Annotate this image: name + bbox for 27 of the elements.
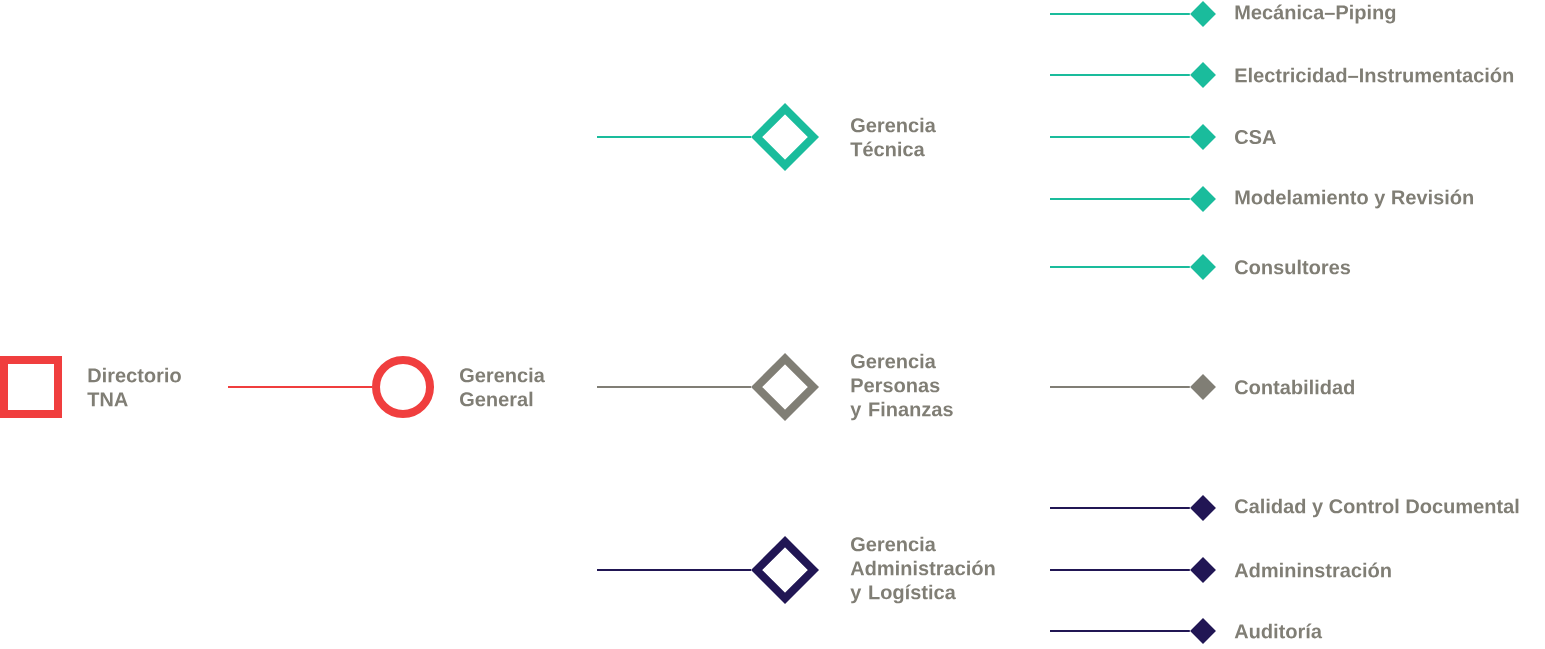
- connector-line: [1049, 198, 1191, 200]
- connector-line: [596, 136, 752, 138]
- node-label: Modelamiento y Revisión: [1235, 189, 1473, 209]
- connector-line: [1049, 630, 1191, 632]
- node-label: Auditoría: [1234, 623, 1323, 639]
- node-label: Directorio TNA: [87, 367, 181, 407]
- node-label: Gerencia Personas y Finanzas: [850, 353, 953, 421]
- connector-line: [1049, 507, 1191, 509]
- node-label: Mecánica–Piping: [1235, 4, 1396, 24]
- connector-line: [1049, 74, 1191, 76]
- connector-line: [1049, 13, 1191, 15]
- connector-line: [596, 386, 752, 388]
- connector-line: [1049, 386, 1191, 388]
- connector-line: [1049, 266, 1191, 268]
- connector-line: [1049, 569, 1191, 571]
- connector-line: [1049, 136, 1191, 138]
- node-label: Admininstración: [1234, 562, 1391, 578]
- node-label: Gerencia General: [460, 367, 545, 407]
- node-label: CSA: [1235, 129, 1276, 145]
- connector-line: [227, 386, 373, 388]
- node-label: Electricidad–Instrumentación: [1235, 67, 1514, 83]
- node-label: Gerencia Administración y Logística: [850, 536, 995, 604]
- node-label: Gerencia Técnica: [850, 117, 936, 157]
- connector-line: [596, 569, 752, 571]
- node-label: Contabilidad: [1235, 379, 1354, 395]
- node-label: Calidad y Control Documental: [1235, 498, 1519, 518]
- node-label: Consultores: [1235, 259, 1351, 275]
